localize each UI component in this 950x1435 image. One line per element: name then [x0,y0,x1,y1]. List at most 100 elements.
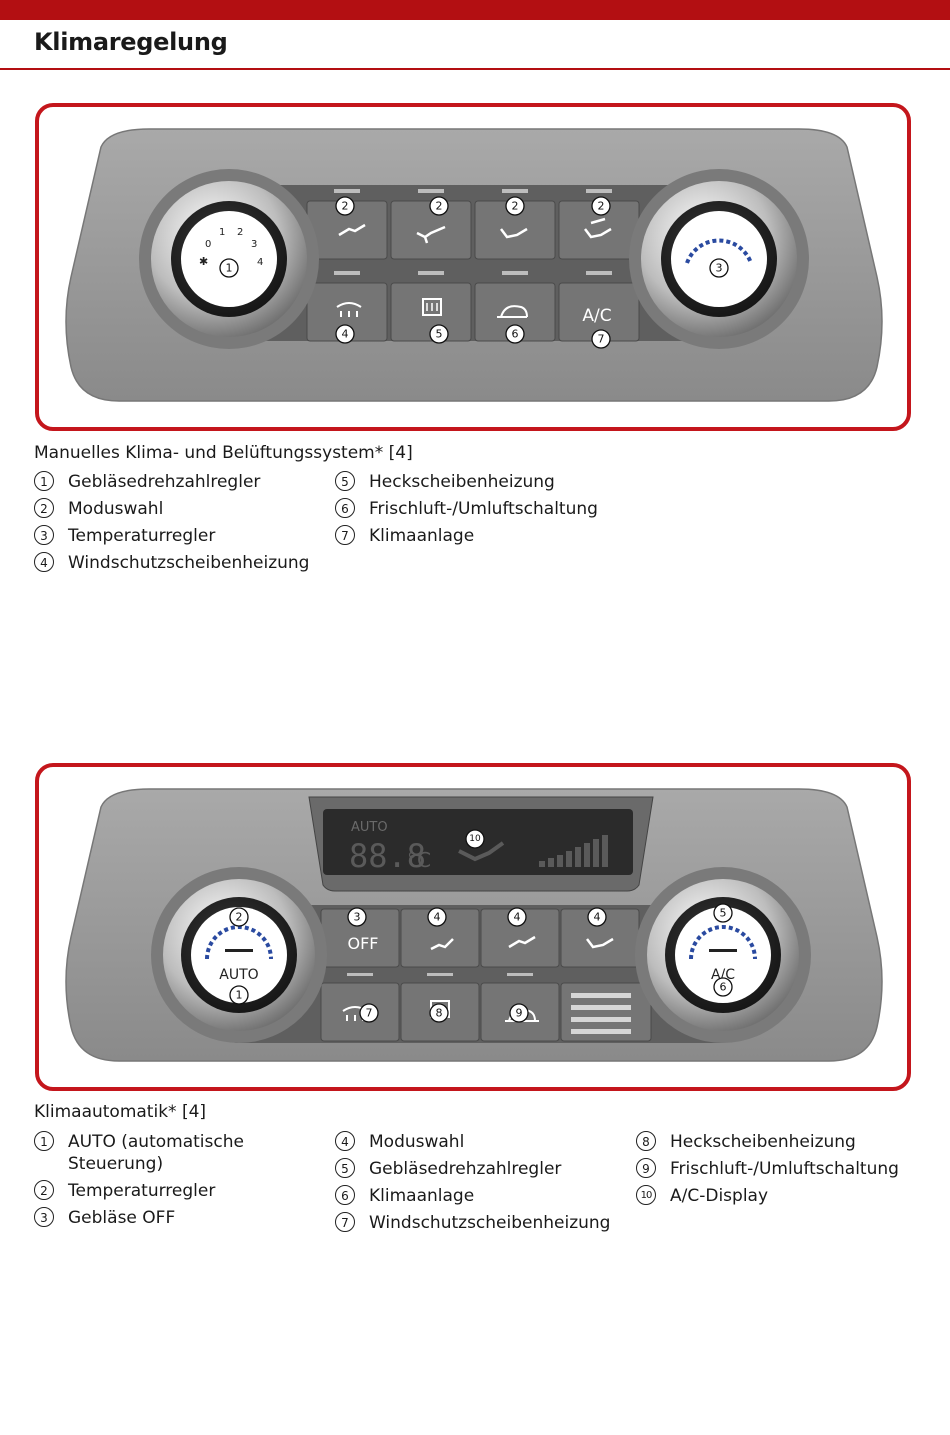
vent-grille [571,993,631,1034]
legend-item: 5 Heckscheibenheizung [335,471,635,493]
fan-scale-4: 4 [257,257,263,268]
svg-text:6: 6 [720,981,727,994]
fan-scale-2: 2 [237,227,243,238]
caption-text: Manuelles Klima- und Belüftungssystem* [34,443,384,463]
manual-figure-caption: Manuelles Klima- und Belüftungssystem* [… [34,443,413,463]
legend-item: 4 Windschutzscheibenheizung [34,552,324,574]
legend-number: 5 [335,1158,355,1178]
legend-number: 10 [636,1185,656,1205]
svg-text:8: 8 [436,1007,443,1020]
svg-text:1: 1 [236,989,243,1002]
mode-buttons-row [306,189,640,260]
svg-text:2: 2 [436,200,443,213]
legend-label: Gebläse OFF [68,1208,176,1228]
legend-label: Heckscheibenheizung [369,472,555,492]
legend-number: 6 [335,498,355,518]
legend-item: 1 Gebläsedrehzahlregler [34,471,324,493]
ac-button-label: A/C [582,306,611,326]
svg-text:3: 3 [354,911,361,924]
legend-label: Windschutzscheibenheizung [68,553,310,573]
caption-text: Klimaautomatik* [34,1102,177,1122]
auto-temperature-knob: AUTO [151,867,327,1043]
auto-legend-col2: 4 Moduswahl 5 Gebläsedrehzahlregler 6 Klima… [335,1131,625,1239]
legend-number: 2 [34,1180,54,1200]
fan-level-bars [539,835,608,867]
legend-item: 7 Klimaanlage [335,525,635,547]
auto-climate-figure: AUTO 88.8 °C OFF [35,763,911,1091]
legend-item: 8 Heckscheibenheizung [636,1131,936,1153]
legend-label: Temperaturregler [68,1181,216,1201]
legend-label: Windschutzscheibenheizung [369,1213,611,1233]
top-accent-bar [0,0,950,20]
bilevel-vent-icon [508,935,536,949]
legend-item: 3 Temperaturregler [34,525,324,547]
legend-number: 9 [636,1158,656,1178]
legend-number: 7 [335,1212,355,1232]
face-vent-icon [430,938,454,951]
bilevel-vent-icon [416,225,446,244]
legend-label: Gebläsedrehzahlregler [369,1159,562,1179]
svg-text:4: 4 [434,911,441,924]
function-buttons-row: A/C [306,271,640,342]
legend-number: 3 [34,525,54,545]
svg-text:4: 4 [342,328,349,341]
svg-text:4: 4 [594,911,601,924]
caption-ref: [4] [383,443,413,463]
legend-number: 4 [335,1131,355,1151]
auto-fan-knob: A/C [635,867,811,1043]
auto-label: AUTO [219,967,258,983]
legend-label: Temperaturregler [68,526,216,546]
legend-label: Heckscheibenheizung [670,1132,856,1152]
windshield-defrost-icon [336,302,362,317]
legend-item: 1 AUTO (automatische Steuerung) [34,1131,314,1175]
legend-label: AUTO (automatische Steuerung) [68,1132,244,1174]
legend-item: 10 A/C-Display [636,1185,936,1207]
floor-vent-icon [500,227,528,239]
legend-item: 7 Windschutzscheibenheizung [335,1212,625,1234]
legend-label: Gebläsedrehzahlregler [68,472,261,492]
legend-item: 6 Frischluft-/Umluftschaltung [335,498,635,520]
legend-number: 1 [34,1131,54,1151]
legend-label: Klimaanlage [369,1186,475,1206]
legend-number: 4 [34,552,54,572]
svg-text:2: 2 [342,200,349,213]
legend-label: A/C-Display [670,1186,769,1206]
face-vent-icon [338,223,366,237]
svg-text:9: 9 [516,1007,523,1020]
legend-item: 5 Gebläsedrehzahlregler [335,1158,625,1180]
legend-label: Frischluft-/Umluftschaltung [369,499,598,519]
svg-text:2: 2 [236,911,243,924]
auto-buttons-bottom-row [320,973,652,1042]
manual-climate-figure: A/C 0 1 2 3 4 ✱ 1 2 2 2 2 [35,103,911,431]
legend-item: 4 Moduswahl [335,1131,625,1153]
legend-number: 6 [335,1185,355,1205]
display-temp-text: 88.8 [349,837,426,875]
svg-text:3: 3 [716,262,723,275]
auto-figure-caption: Klimaautomatik* [4] [34,1102,206,1122]
svg-text:5: 5 [720,907,727,920]
page-title: Klimaregelung [34,28,228,56]
legend-number: 2 [34,498,54,518]
display-airflow-icon [458,841,505,862]
legend-number: 8 [636,1131,656,1151]
svg-text:4: 4 [514,911,521,924]
legend-item: 6 Klimaanlage [335,1185,625,1207]
recirculation-icon [497,305,528,318]
svg-text:10: 10 [469,834,481,844]
svg-text:5: 5 [436,328,443,341]
fan-icon: ✱ [199,255,208,268]
fan-scale-1: 1 [219,227,225,238]
legend-number: 5 [335,471,355,491]
svg-text:6: 6 [512,328,519,341]
title-divider [0,68,950,70]
windshield-defrost-icon [342,1006,368,1021]
legend-number: 1 [34,471,54,491]
svg-text:2: 2 [512,200,519,213]
legend-number: 7 [335,525,355,545]
auto-legend-col1: 1 AUTO (automatische Steuerung) 2 Temperat… [34,1131,314,1234]
legend-label: Klimaanlage [369,526,475,546]
legend-label: Moduswahl [369,1132,465,1152]
